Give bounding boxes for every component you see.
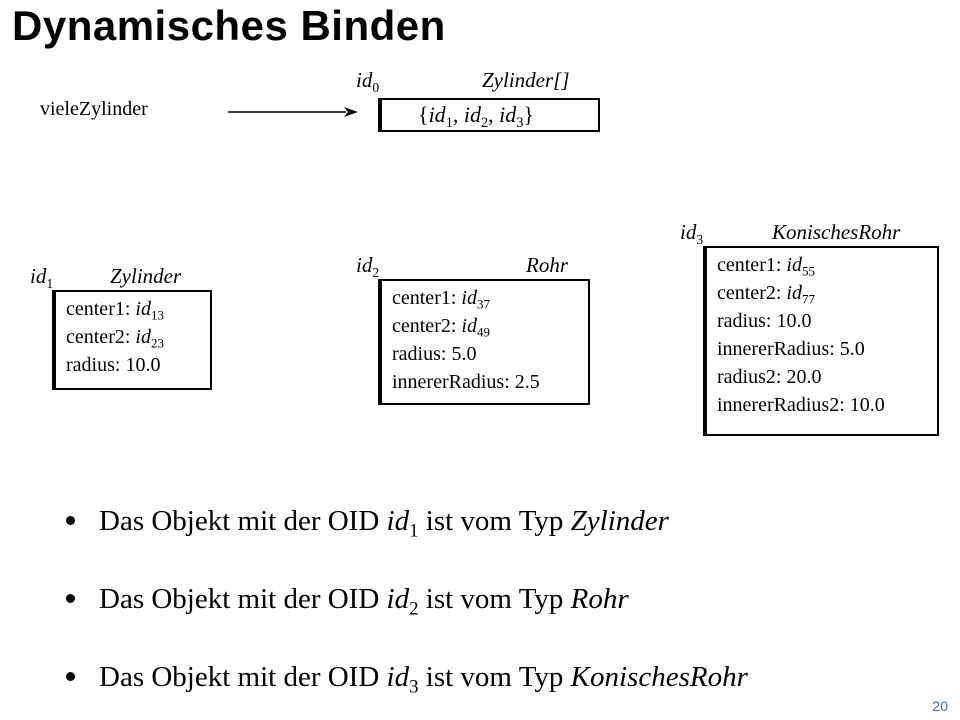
bullet-dot <box>66 671 75 681</box>
bullet-item: Das Objekt mit der OID id3 ist vom Typ K… <box>66 661 748 697</box>
object-box-konischesrohr: center1: id55 center2: id77 radius: 10.0… <box>703 246 939 436</box>
object-type: Zylinder <box>110 264 182 288</box>
object-box-zylinder: center1: id13 center2: id23 radius: 10.0 <box>52 290 212 390</box>
bullet-dot <box>66 593 75 603</box>
field-row: radius2: 20.0 <box>717 366 822 388</box>
object-oid: id1 <box>30 264 54 291</box>
object-oid: id2 <box>356 253 380 280</box>
slide-title: Dynamisches Binden <box>12 2 446 49</box>
field-row: radius: 10.0 <box>717 310 812 332</box>
object-box-rohr: center1: id37 center2: id49 radius: 5.0 … <box>378 279 590 405</box>
field-row: center1: id37 <box>392 287 490 312</box>
array-oid: id0 <box>356 68 380 95</box>
bullet-dot <box>66 515 75 525</box>
object-oid: id3 <box>680 220 704 247</box>
array-type: Zylinder[] <box>482 68 570 92</box>
field-row: center1: id55 <box>717 254 815 279</box>
field-row: radius: 5.0 <box>392 343 477 365</box>
bullet-item: Das Objekt mit der OID id2 ist vom Typ R… <box>66 583 629 619</box>
array-content: {id1, id2, id3} <box>418 102 534 131</box>
field-row: innererRadius2: 10.0 <box>717 394 885 416</box>
page-number: 20 <box>932 698 948 714</box>
array-box: {id1, id2, id3} <box>378 98 600 132</box>
field-row: center2: id23 <box>66 326 164 351</box>
object-type: KonischesRohr <box>772 220 901 244</box>
field-row: center1: id13 <box>66 298 164 323</box>
field-row: center2: id49 <box>392 315 490 340</box>
reference-arrow <box>228 107 358 117</box>
object-type: Rohr <box>526 253 568 277</box>
variable-label: vieleZylinder <box>40 98 148 120</box>
field-row: radius: 10.0 <box>66 354 161 376</box>
bullet-item: Das Objekt mit der OID id1 ist vom Typ Z… <box>66 505 669 541</box>
field-row: innererRadius: 5.0 <box>717 338 865 360</box>
field-row: innererRadius: 2.5 <box>392 371 540 393</box>
field-row: center2: id77 <box>717 282 815 307</box>
